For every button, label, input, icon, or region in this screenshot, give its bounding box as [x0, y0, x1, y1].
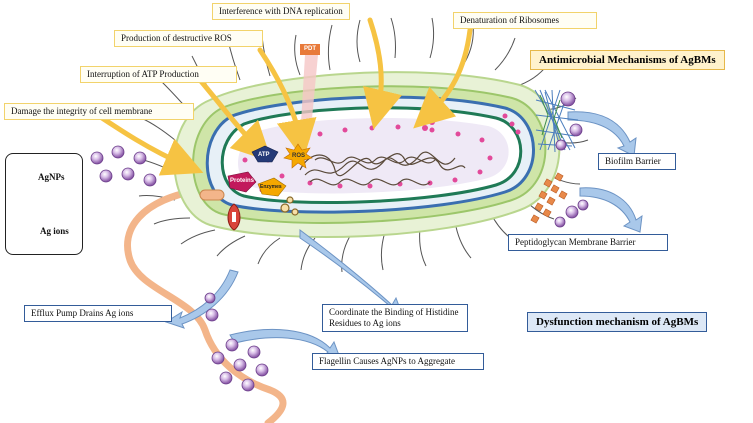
- histidine-site: [280, 196, 299, 216]
- atp-tag: ATP: [258, 152, 270, 158]
- protein-molecule: [227, 171, 257, 193]
- pdt-tag: PDT: [300, 44, 320, 55]
- label-ribosomes: Denaturation of Ribosomes: [453, 12, 597, 29]
- label-histidine: Coordinate the Binding of Histidine Resi…: [322, 304, 468, 332]
- biofilm-green: [539, 94, 563, 139]
- peptidoglycan-mesh: [530, 172, 568, 224]
- dna-strand: [299, 151, 466, 186]
- proteins-tag: Proteins: [230, 178, 255, 184]
- ros-tag: ROS: [292, 153, 306, 159]
- label-efflux: Efflux Pump Drains Ag ions: [24, 305, 172, 322]
- atp-molecule: [251, 145, 279, 163]
- enzyme-molecule: [257, 177, 287, 197]
- enzymes-tag: Enzymes: [260, 184, 282, 190]
- label-ros: Production of destructive ROS: [114, 30, 263, 47]
- agnp-particles: [90, 91, 589, 392]
- legend-box: AgNPs Ag ions: [5, 153, 83, 255]
- flagellum: [124, 186, 287, 423]
- flagellum-base: [199, 189, 225, 201]
- label-dna-replication: Interference with DNA replication: [212, 3, 350, 20]
- title-dysfunction: Dysfunction mechanism of AgBMs: [527, 312, 708, 332]
- title-antimicrobial: Antimicrobial Mechanisms of AgBMs: [530, 50, 725, 70]
- label-atp-production: Interruption of ATP Production: [80, 66, 237, 83]
- label-flagellin: Flagellin Causes AgNPs to Aggregate: [312, 353, 484, 370]
- label-peptidoglycan: Peptidoglycan Membrane Barrier: [508, 234, 668, 251]
- legend-ag-ions-label: Ag ions: [40, 226, 69, 236]
- ros-burst: [283, 143, 313, 169]
- label-biofilm: Biofilm Barrier: [598, 153, 676, 170]
- label-membrane: Damage the integrity of cell membrane: [4, 103, 194, 120]
- efflux-channel: [232, 212, 236, 222]
- legend-agnps-label: AgNPs: [38, 172, 65, 182]
